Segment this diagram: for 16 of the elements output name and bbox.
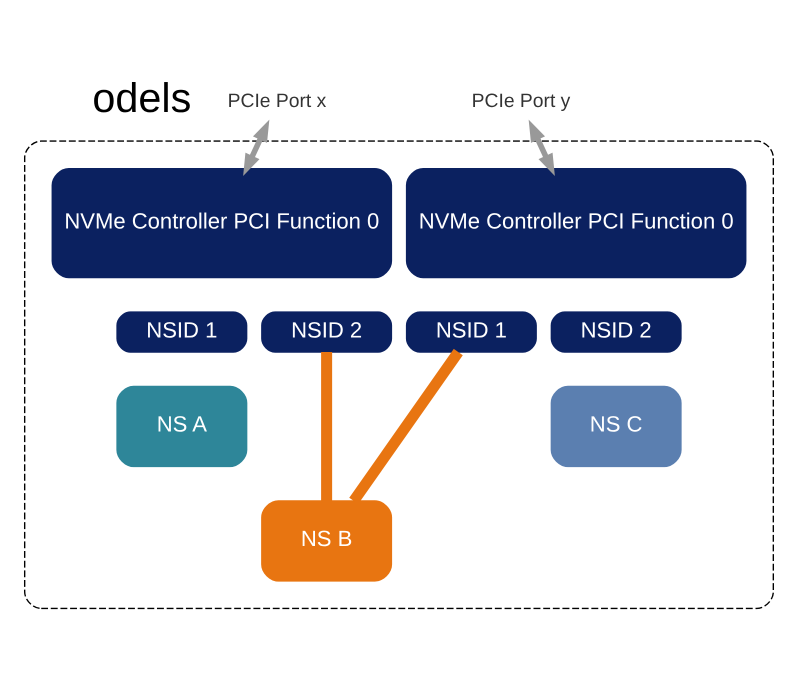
node-box: NSID 1	[116, 311, 248, 353]
node-box: NSID 2	[550, 311, 682, 353]
node-box: NS C	[550, 386, 682, 468]
node-text: PCIe Port y	[472, 90, 570, 112]
node-box: NVMe Controller PCI Function 0	[52, 168, 392, 278]
cluster	[24, 140, 774, 610]
node-box: NS A	[116, 386, 248, 468]
node-text: PCIe Port x	[228, 90, 326, 112]
label: odels	[92, 75, 192, 122]
arrow	[528, 120, 555, 176]
node-box: NSID 2	[261, 311, 392, 353]
node-box: NSID 1	[406, 311, 537, 353]
node-box: NVMe Controller PCI Function 0	[406, 168, 746, 278]
arrow	[243, 120, 270, 176]
connector	[321, 352, 332, 501]
node-box: NS B	[261, 500, 392, 582]
